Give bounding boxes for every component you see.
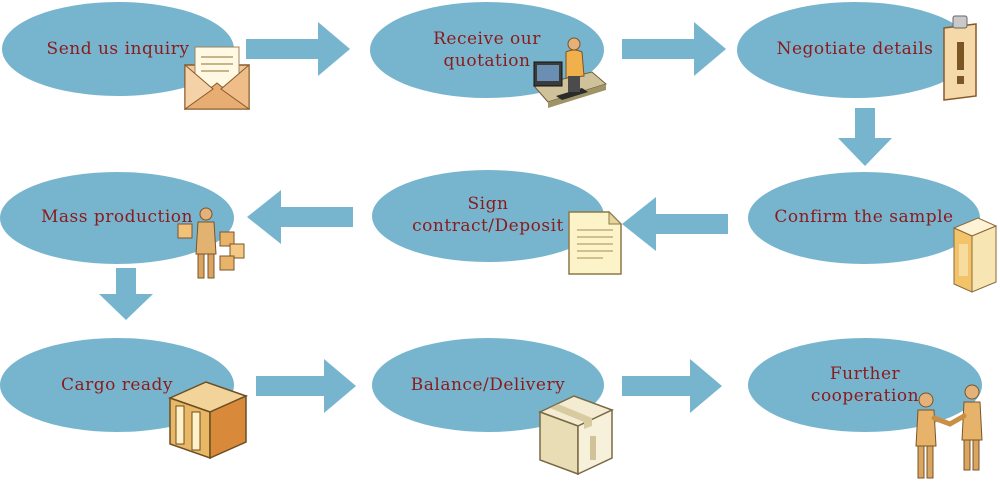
worker-with-boxes-icon — [177, 207, 245, 279]
arrow-left-2 — [247, 190, 353, 244]
wooden-crate-icon — [167, 381, 249, 460]
step-ellipse-production — [0, 172, 234, 264]
document-icon — [568, 210, 623, 275]
step-label-negotiate: Negotiate details — [776, 39, 934, 59]
cardboard-box-icon — [538, 395, 614, 476]
handshake-icon — [915, 384, 983, 479]
step-ellipse-cooperation — [748, 338, 982, 432]
step-label-quotation: Receive our quotation — [433, 29, 541, 71]
step-ellipse-sample — [748, 172, 980, 264]
step-ellipse-negotiate — [737, 2, 973, 98]
sample-box-icon — [952, 217, 998, 293]
step-label-inquiry: Send us inquiry — [46, 39, 190, 59]
step-label-sample: Confirm the sample — [774, 207, 954, 227]
arrow-down-2 — [99, 268, 153, 320]
arrow-right-2 — [622, 22, 726, 76]
step-label-cooperation: Further cooperation — [810, 364, 920, 406]
arrow-down-1 — [838, 108, 892, 166]
envelope-icon — [183, 46, 251, 110]
arrow-left-1 — [622, 197, 728, 251]
clipboard-alert-icon — [943, 15, 977, 101]
step-label-cargo: Cargo ready — [60, 375, 174, 395]
step-ellipse-contract — [372, 170, 604, 262]
arrow-right-4 — [622, 359, 722, 413]
step-label-delivery: Balance/Delivery — [410, 375, 566, 395]
step-label-contract: Sign contract/Deposit — [412, 194, 564, 236]
person-at-computer-icon — [533, 37, 608, 108]
step-label-production: Mass production — [41, 207, 193, 227]
arrow-right-1 — [246, 22, 350, 76]
arrow-right-3 — [256, 359, 356, 413]
